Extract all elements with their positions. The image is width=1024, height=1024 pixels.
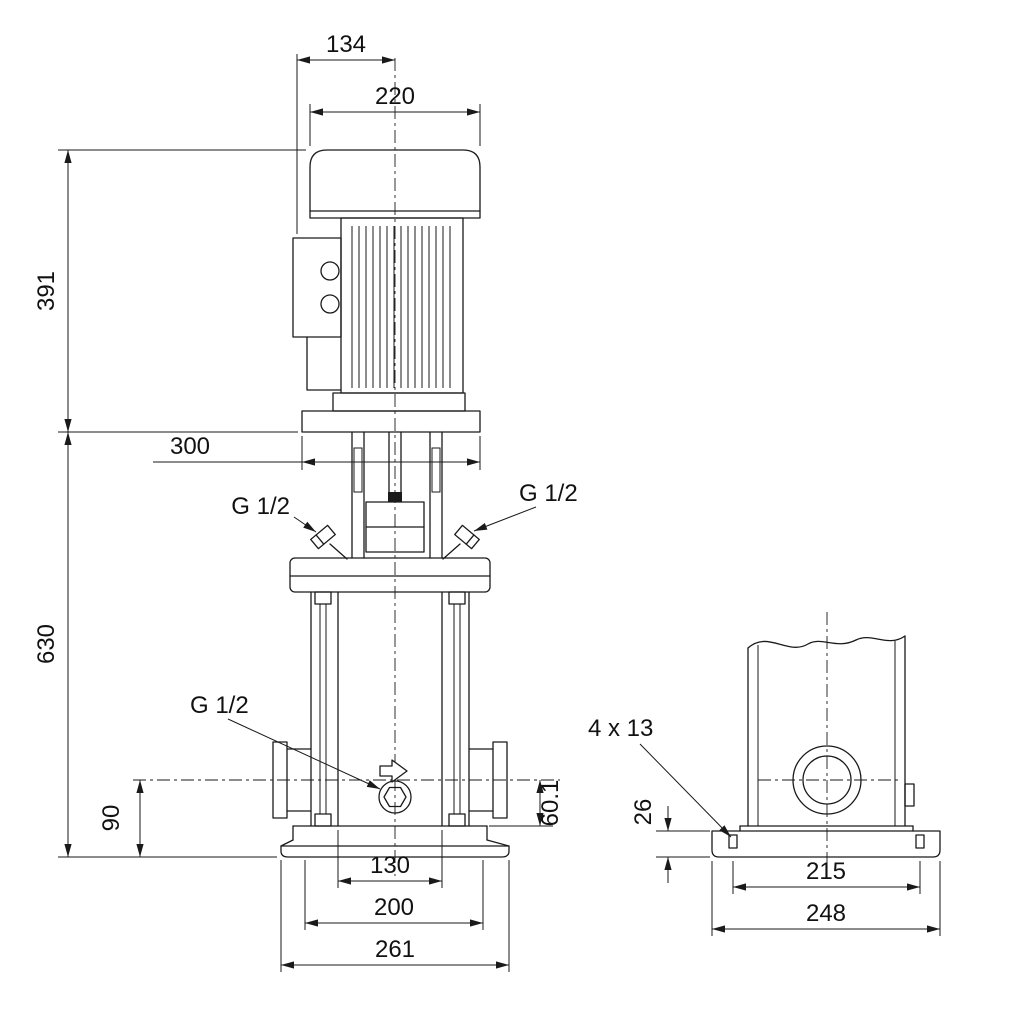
dim-220: 220 <box>309 83 481 146</box>
dim-200-label: 200 <box>374 894 414 921</box>
dim-26: 26 <box>630 799 710 883</box>
terminal-box <box>292 237 342 338</box>
motor <box>292 149 481 433</box>
vent-right-label: G 1/2 <box>519 480 578 507</box>
dim-261-label: 261 <box>375 936 415 963</box>
dim-90-label: 90 <box>98 805 125 832</box>
vent-plug-left <box>310 524 336 550</box>
dim-slot-4x13: 4 x 13 <box>588 715 732 838</box>
drain-plug-hex <box>383 786 407 808</box>
flow-direction-arrow-icon <box>379 759 408 783</box>
ports <box>272 741 508 819</box>
dim-90: 90 <box>98 780 144 857</box>
dim-215: 215 <box>732 858 921 894</box>
dim-391: 391 <box>33 149 306 433</box>
side-port-bore <box>802 755 852 805</box>
dim-220-label: 220 <box>375 83 415 110</box>
fan-cover <box>309 149 481 219</box>
dim-130: 130 <box>337 830 443 888</box>
bolt-slot-left <box>728 834 738 849</box>
head-flange <box>289 557 491 593</box>
drain-label: G 1/2 <box>190 692 249 719</box>
break-line <box>747 635 906 649</box>
suction-flange <box>272 741 288 819</box>
drain-plug-boss <box>378 780 412 814</box>
dim-60-1-label: 60.1 <box>537 780 564 827</box>
dim-630: 630 <box>33 432 277 858</box>
dim-248-label: 248 <box>806 900 846 927</box>
guard-slot-left <box>353 447 363 493</box>
vent-left-leader <box>293 516 317 533</box>
discharge-flange <box>492 741 508 819</box>
drain-plug <box>378 759 412 814</box>
cable-entry-hole-bottom <box>320 294 340 314</box>
motor-flange <box>301 410 481 433</box>
dim-134: 134 <box>296 31 395 234</box>
base-front <box>280 825 510 858</box>
clamp-tab <box>904 783 915 807</box>
coupling-section <box>310 431 480 560</box>
vent-left-label: G 1/2 <box>231 493 290 520</box>
motor-neck <box>332 392 466 412</box>
dim-60-1: 60.1 <box>489 780 564 827</box>
dim-630-label: 630 <box>33 624 60 664</box>
dim-391-label: 391 <box>33 271 60 311</box>
side-base-foot <box>711 830 941 858</box>
cable-entry-hole-top <box>320 261 340 281</box>
staybolt-nut <box>448 591 466 605</box>
dim-200: 200 <box>304 860 484 930</box>
dim-300-label: 300 <box>170 433 210 460</box>
dim-130-label: 130 <box>370 852 410 879</box>
pump-head <box>289 557 491 593</box>
staybolt-nut <box>314 591 332 605</box>
vent-plug-right <box>454 524 480 550</box>
slot-leader <box>639 743 732 838</box>
drain-leader <box>227 718 381 790</box>
side-view <box>711 635 941 858</box>
staybolt-nut <box>314 813 332 827</box>
dim-26-label: 26 <box>630 799 657 826</box>
guard-slot-right <box>431 447 441 493</box>
dim-134-label: 134 <box>326 31 366 58</box>
slot-label: 4 x 13 <box>588 715 653 742</box>
motor-cooling-fins <box>351 226 451 388</box>
dim-248: 248 <box>711 861 941 936</box>
base-foot <box>280 845 510 858</box>
terminal-box-step <box>306 336 342 391</box>
dim-215-label: 215 <box>806 858 846 885</box>
centerlines <box>133 58 898 876</box>
dim-300: 300 <box>153 433 481 470</box>
dim-261: 261 <box>280 860 510 972</box>
thread-labels: G 1/2 G 1/2 G 1/2 <box>190 480 578 790</box>
bolt-slot-right <box>915 834 925 849</box>
pump-sleeve <box>310 591 470 827</box>
side-port-outer <box>792 745 862 815</box>
shaft-pin <box>388 492 402 502</box>
vent-right-leader <box>473 506 537 532</box>
staybolt-nut <box>448 813 466 827</box>
